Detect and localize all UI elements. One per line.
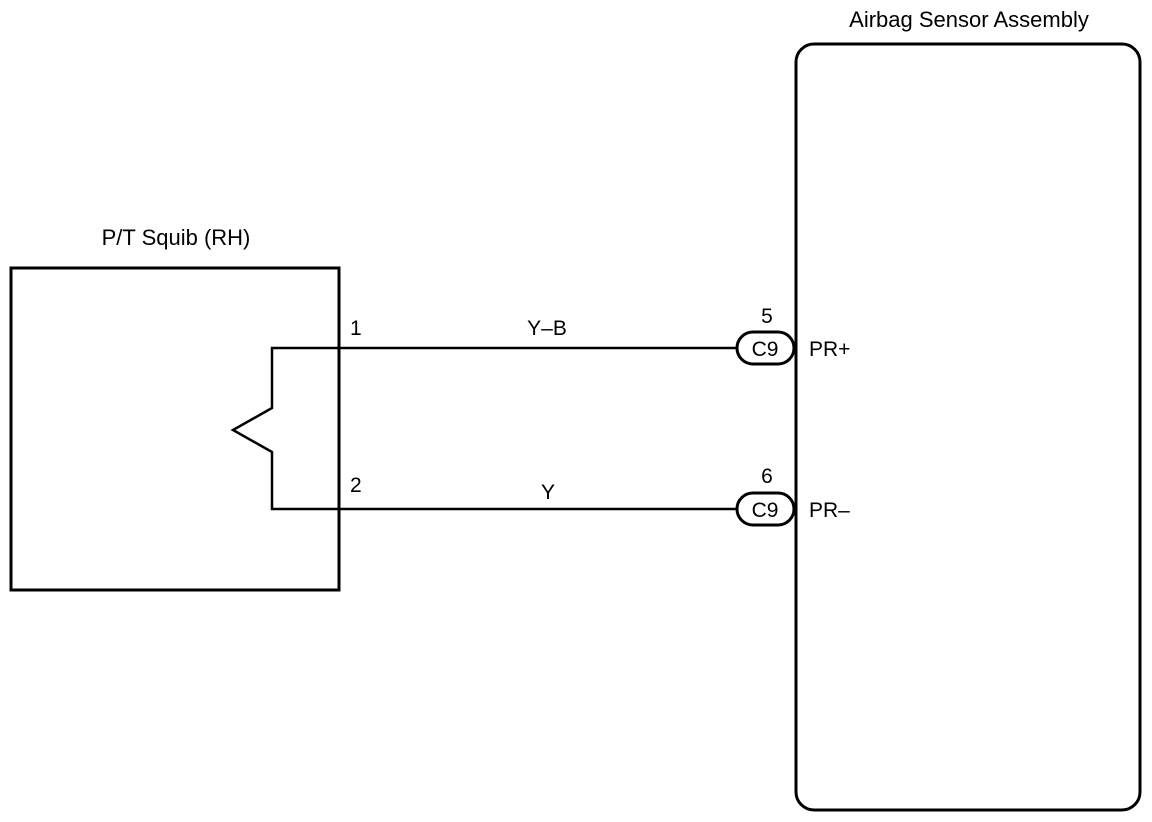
wire-2-connector-pin: 6 bbox=[761, 465, 773, 488]
wire-1-from-pin: 1 bbox=[350, 317, 362, 340]
wire-2-from-pin: 2 bbox=[350, 474, 362, 497]
squib-element-icon bbox=[230, 346, 339, 511]
sensor-title: Airbag Sensor Assembly bbox=[849, 7, 1089, 32]
wire-2-terminal-label: PR– bbox=[809, 499, 850, 522]
wire-1-connector-label: C9 bbox=[752, 338, 779, 361]
squib-box bbox=[9, 266, 341, 592]
wire-1-color-code: Y–B bbox=[527, 317, 567, 340]
wire-2-connector-badge bbox=[735, 491, 796, 527]
wire-1-terminal-label: PR+ bbox=[809, 338, 850, 361]
wire-1-connector-badge bbox=[735, 330, 796, 366]
wire-2-connector-label: C9 bbox=[752, 499, 779, 522]
wire-1-connector-pin: 5 bbox=[761, 305, 773, 328]
wire-2-color-code: Y bbox=[541, 481, 555, 504]
squib-title: P/T Squib (RH) bbox=[102, 225, 251, 250]
airbag-sensor-assembly-box bbox=[794, 42, 1142, 812]
